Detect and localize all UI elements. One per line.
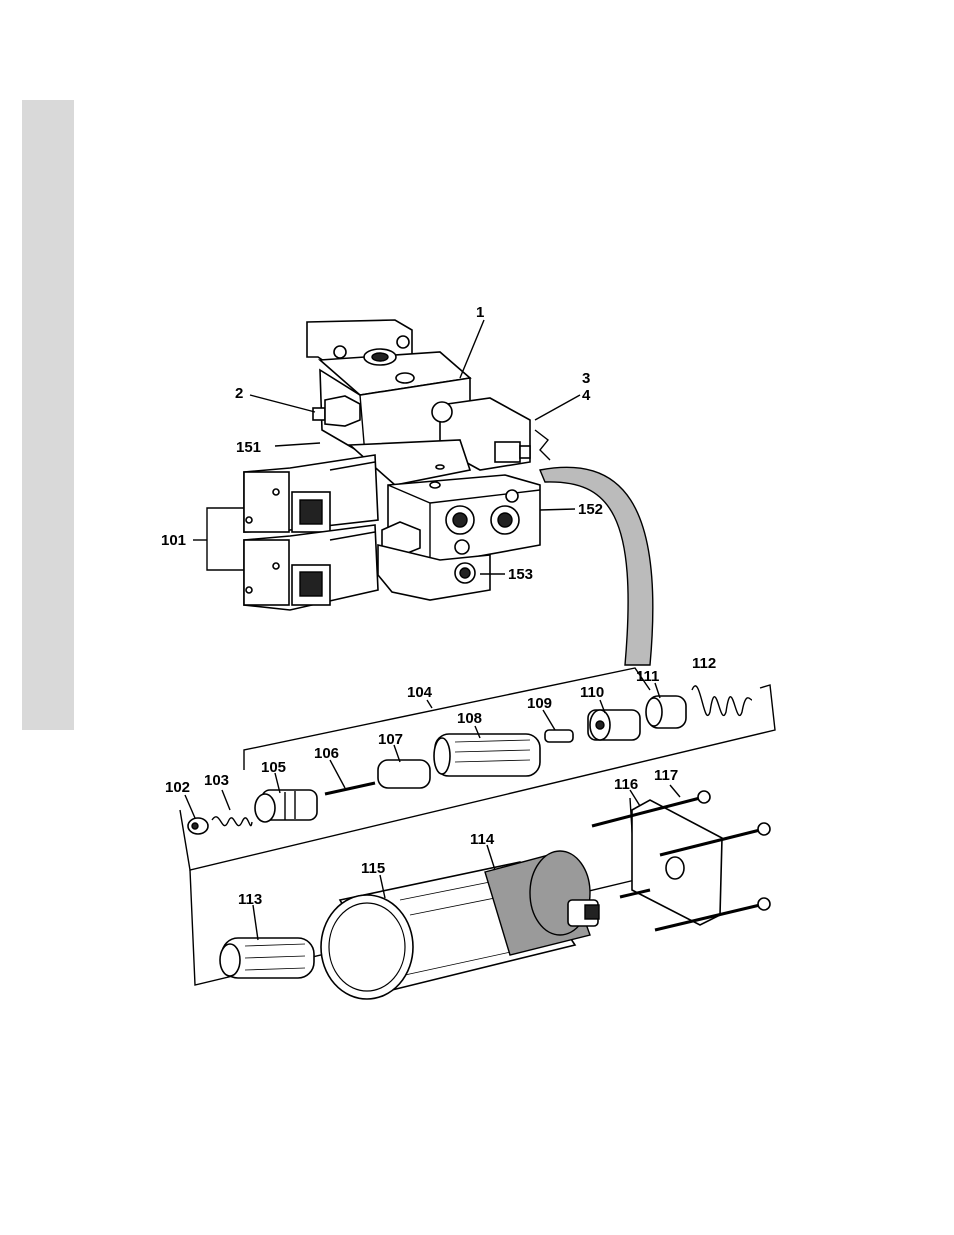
cable (540, 467, 653, 665)
callout-106: 106 (314, 745, 339, 762)
coil-parts (190, 791, 770, 999)
callout-102: 102 (165, 779, 190, 796)
callout-153: 153 (508, 566, 533, 583)
callout-114: 114 (470, 831, 495, 848)
callout-112: 112 (692, 655, 716, 672)
callout-110: 110 (580, 684, 604, 701)
callout-108: 108 (457, 710, 482, 727)
callout-115: 115 (361, 860, 385, 877)
callout-116: 116 (614, 776, 638, 793)
callout-111: 111 (636, 668, 659, 685)
callout-113: 113 (238, 891, 262, 908)
fitting-2 (325, 396, 360, 426)
callout-151: 151 (236, 439, 261, 456)
callout-117: 117 (654, 767, 678, 784)
callout-101: 101 (161, 532, 186, 549)
callout-152: 152 (578, 501, 603, 518)
leader-lines-middle (185, 683, 660, 818)
callout-109: 109 (527, 695, 552, 712)
callout-103: 103 (204, 772, 229, 789)
callout-1: 1 (476, 304, 484, 321)
callout-2: 2 (235, 385, 243, 402)
callout-107: 107 (378, 731, 403, 748)
callout-105: 105 (261, 759, 286, 776)
callout-104: 104 (407, 684, 433, 701)
valve-assembly (244, 320, 653, 665)
callout-3: 3 (582, 370, 590, 387)
callout-4: 4 (582, 387, 591, 404)
